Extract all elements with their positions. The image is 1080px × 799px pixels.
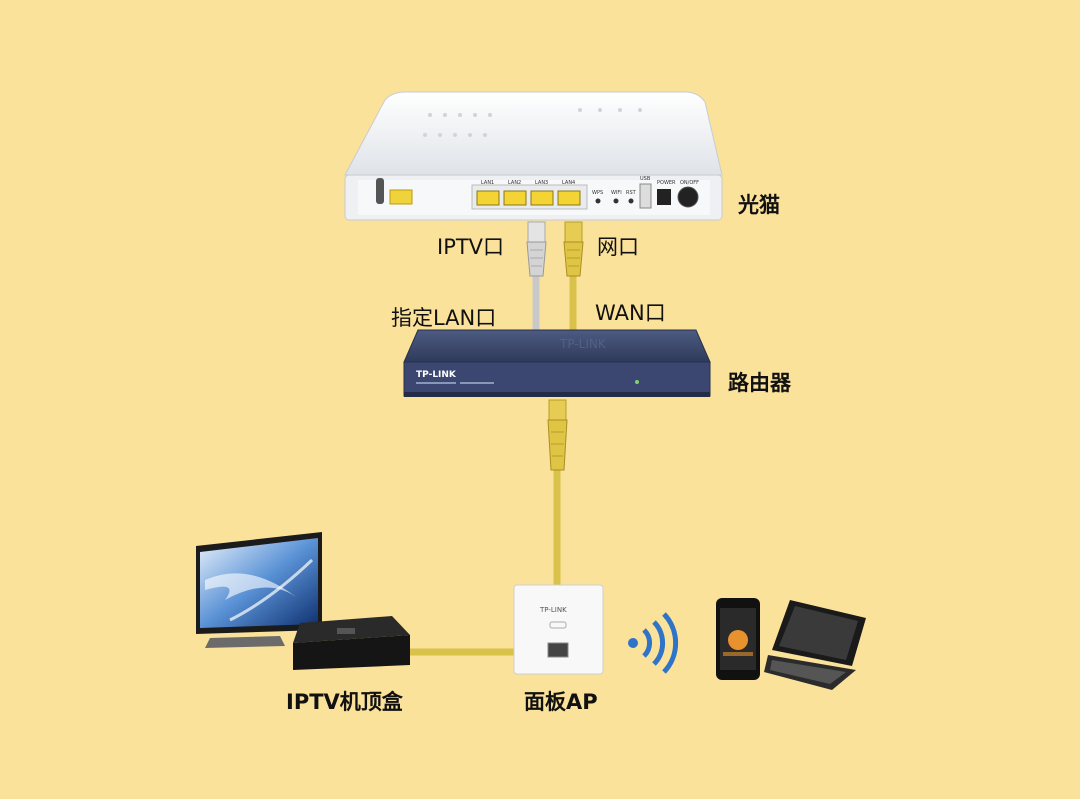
modem-port-lan3: LAN3 [535,180,548,186]
stb-label: IPTV机顶盒 [286,690,403,714]
modem-power-label: POWER [657,180,676,186]
svg-text:TP-LINK: TP-LINK [559,337,607,351]
wifi-icon [628,612,679,674]
modem-port-lan2: LAN2 [508,180,521,186]
modem-port-lan4: LAN4 [562,180,575,186]
modem-wps-label: WPS [592,190,603,196]
uplink-connector [547,399,568,471]
modem-lan-ports [476,190,581,206]
modem-onoff-label: ON/OFF [680,180,699,186]
laptop-device [764,600,866,690]
panel-ap-device: TP-LINK [513,584,604,675]
router-label: 路由器 [728,371,791,395]
wan-connector [563,221,584,277]
modem-rst-label: RST [626,190,637,196]
modem-label: 光猫 [738,193,780,217]
designated-lan-label: 指定LAN口 [391,306,497,330]
modem-vents [423,108,642,137]
modem-port-lan1: LAN1 [481,180,494,186]
ap-brand: TP-LINK [539,606,567,614]
cable-connectors [526,221,584,471]
wan-port-label: WAN口 [595,301,666,325]
modem-wifi-label: WIFI [611,190,622,196]
iptv-port-label: IPTV口 [437,235,505,259]
optical-modem: LAN1 LAN2 LAN3 LAN4 WPS WIFI RST USB POW… [344,91,723,221]
router-device: TP-LINK TP-LINK [403,329,711,397]
net-port-label: 网口 [597,235,639,259]
tv-device [196,532,322,648]
panel-ap-label: 面板AP [524,690,598,714]
modem-usb-label: USB [640,176,651,182]
iptv-connector [526,221,547,277]
router-brand: TP-LINK [416,370,457,380]
set-top-box [293,616,410,670]
smartphone-device [716,598,760,680]
